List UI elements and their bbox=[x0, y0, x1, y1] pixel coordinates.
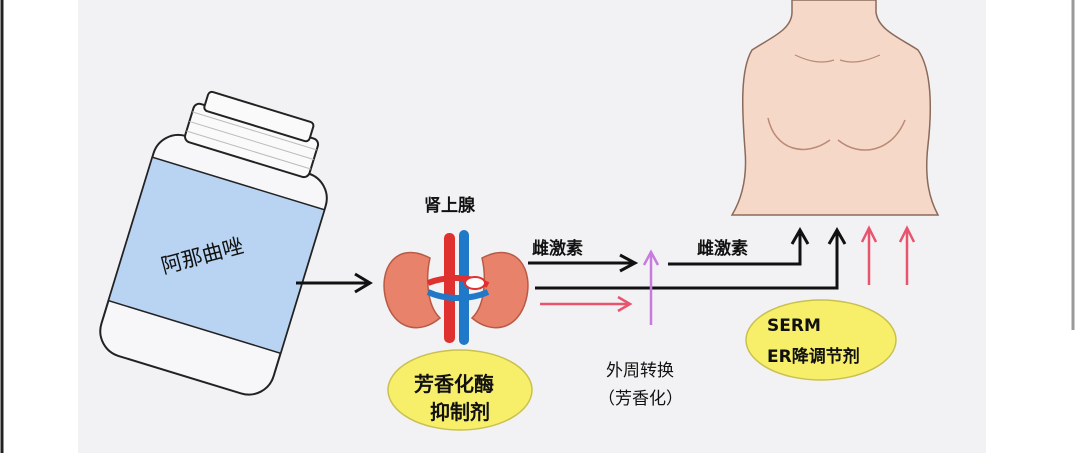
arrow-pink bbox=[540, 295, 633, 313]
arrow-pink-up-2 bbox=[898, 225, 916, 285]
arrow-estrogen-2 bbox=[668, 226, 810, 266]
aromatase-inhibitor-line2: 抑制剂 bbox=[430, 400, 490, 424]
arrow-estrogen-1 bbox=[528, 253, 639, 273]
estrogen-label-2: 雌激素 bbox=[697, 239, 748, 259]
arrow-purple-peripheral bbox=[642, 249, 660, 325]
peripheral-conversion-label: 外周转换 bbox=[606, 361, 674, 381]
female-torso-illustration bbox=[730, 0, 940, 216]
arrow-long-to-breast bbox=[535, 226, 847, 290]
aromatization-label: （芳香化） bbox=[598, 389, 683, 409]
adrenal-label: 肾上腺 bbox=[424, 196, 475, 216]
estrogen-label-1: 雌激素 bbox=[532, 239, 583, 259]
arrow-pink-up-1 bbox=[860, 225, 878, 285]
medicine-bottle-icon bbox=[99, 90, 328, 396]
serm-label: SERM bbox=[767, 316, 821, 336]
aromatase-inhibitor-oval bbox=[387, 349, 533, 431]
adrenal-kidney-icon bbox=[383, 230, 529, 345]
er-downregulator-label: ER降调节剂 bbox=[767, 347, 860, 367]
arrow-drug-to-adrenal bbox=[296, 272, 373, 294]
aromatase-inhibitor-line1: 芳香化酶 bbox=[414, 372, 494, 396]
serm-oval bbox=[745, 299, 897, 381]
